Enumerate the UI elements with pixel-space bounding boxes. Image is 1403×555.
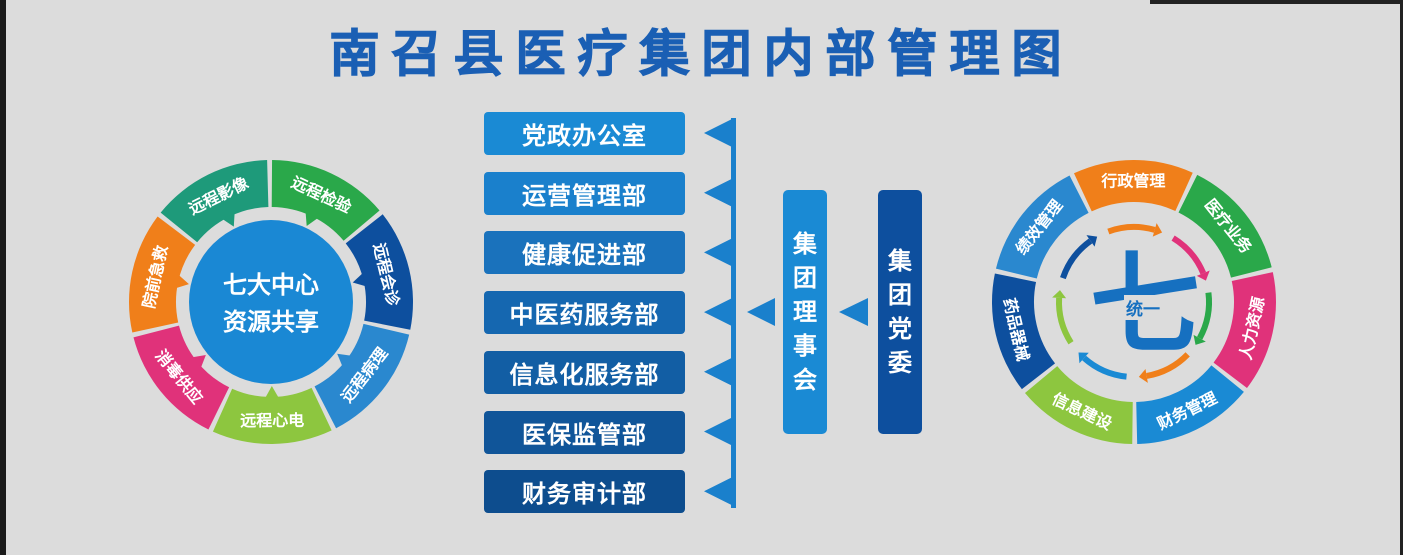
left-ring-segment-label: 远程心电	[240, 411, 304, 431]
department-box: 健康促进部	[484, 231, 685, 275]
department-label: 运营管理部	[522, 181, 647, 210]
group-party-label: 集团党委	[888, 247, 912, 377]
department-label: 党政办公室	[522, 122, 647, 150]
group-board-label: 集团理事会	[793, 230, 817, 394]
department-arrow	[704, 476, 734, 507]
cycle-arc	[1060, 238, 1093, 280]
right-ring-segment	[1136, 365, 1244, 444]
left-ring-segment	[160, 160, 269, 243]
cycle-arrowhead	[1086, 235, 1098, 247]
cycle-arc	[1056, 297, 1074, 345]
department-label: 中医药服务部	[509, 301, 660, 330]
left-pointer-triangle	[265, 385, 279, 398]
cycle-arrowhead	[1138, 369, 1148, 383]
cycle-arrowhead	[1052, 290, 1067, 299]
right-ring-segment	[992, 273, 1056, 390]
left-pointer-triangle	[352, 273, 366, 287]
department-arrow	[704, 356, 734, 387]
cycle-arrowhead	[1196, 270, 1210, 281]
left-pointer-triangle	[337, 353, 351, 367]
left-pointer-triangle	[305, 212, 318, 226]
left-ring-segment	[271, 160, 380, 241]
left-hub-line1: 七大中心	[223, 271, 319, 299]
left-edge	[0, 0, 6, 555]
department-arrow	[704, 297, 734, 328]
left-ring-segment	[212, 387, 332, 444]
department-label: 信息化服务部	[509, 360, 660, 389]
left-hub-circle	[189, 220, 353, 384]
department-box: 运营管理部	[484, 171, 685, 215]
department-label: 医保监管部	[522, 420, 647, 449]
cycle-arc	[1082, 355, 1127, 380]
cycle-arc	[1171, 235, 1207, 275]
left-ring-segment	[133, 325, 230, 430]
group-party-box: 集团党委	[878, 190, 922, 434]
department-arrow	[704, 118, 734, 148]
left-ring-segment	[314, 323, 410, 429]
department-arrow	[704, 237, 734, 268]
top-edge	[1150, 0, 1403, 4]
right-ring-segment	[995, 175, 1089, 279]
cycle-arc	[1146, 352, 1190, 379]
connector-arrows	[704, 118, 868, 508]
right-ring-segment	[1213, 272, 1276, 389]
left-pointer-triangle	[192, 355, 206, 368]
department-box: 党政办公室	[484, 112, 685, 155]
department-label: 健康促进部	[522, 241, 647, 270]
cycle-arrowhead	[1152, 223, 1163, 237]
department-box: 中医药服务部	[484, 291, 685, 335]
board-to-departments-arrow	[747, 298, 775, 326]
right-ring-segment	[1178, 174, 1272, 278]
left-resource-circle: 远程影像远程检验远程会诊远程病理远程心电消毒供应院前急救七大中心资源共享	[129, 160, 413, 444]
cycle-arrowhead	[1193, 334, 1206, 345]
department-box: 医保监管部	[484, 410, 685, 454]
left-pointer-triangle	[222, 213, 235, 227]
cycle-arrowhead	[1078, 352, 1089, 364]
group-board-box: 集团理事会	[783, 190, 827, 434]
left-hub-line2: 资源共享	[223, 308, 319, 336]
right-ring-segment-label: 行政管理	[1100, 171, 1165, 190]
right-edge	[1400, 0, 1403, 555]
right-ring-segment	[1073, 159, 1193, 212]
cycle-arc	[1107, 224, 1156, 235]
page-title: 南召县医疗集团内部管理图	[329, 25, 1074, 84]
right-ring-segment	[1024, 366, 1133, 444]
cycle-arc	[1197, 292, 1212, 340]
left-ring-segment	[345, 214, 413, 330]
party-to-board-arrow	[839, 298, 868, 326]
hub-unified-word: 统一	[1124, 295, 1162, 320]
department-label: 财务审计部	[522, 480, 647, 509]
department-box: 财务审计部	[484, 470, 685, 514]
department-arrow	[704, 416, 734, 447]
department-box: 信息化服务部	[484, 350, 685, 394]
left-pointer-triangle	[176, 275, 189, 289]
department-arrow	[704, 177, 734, 208]
left-ring-segment	[129, 216, 196, 333]
